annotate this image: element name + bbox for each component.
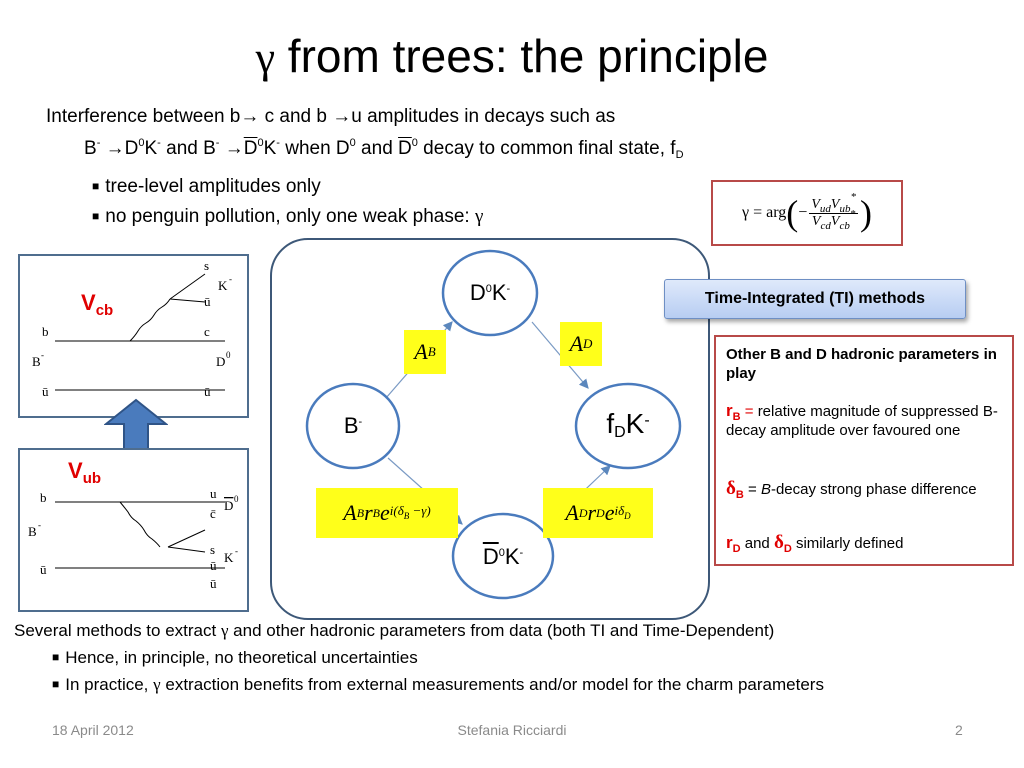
footer-date: 18 April 2012 (52, 722, 134, 738)
quark-ubar-bottom: ū (42, 384, 49, 399)
quark-cbar: c̄ (210, 506, 216, 521)
meson-b: B (28, 524, 37, 539)
quark-c: c (204, 324, 210, 339)
gamma-formula-box: γ = arg (− VudVub* VcdVcb* ) (711, 180, 903, 246)
bullet-marker: ■ (92, 209, 100, 223)
slide-title: γ from trees: the principle (0, 28, 1024, 86)
node-fdk (574, 382, 682, 470)
quark-ubar: ū (204, 294, 211, 309)
title-text: from trees: the principle (275, 30, 769, 82)
meson-k: K (224, 550, 234, 565)
footer-author: Stefania Ricciardi (457, 722, 567, 738)
node-left-label: B- (343, 413, 363, 438)
bullet-no-penguin: ■no penguin pollution, only one weak pha… (92, 206, 484, 227)
node-d0k (441, 249, 539, 337)
svg-text:0: 0 (234, 494, 239, 504)
meson-d: D (224, 498, 233, 513)
node-top-label: D0K- (469, 280, 511, 305)
intro-line-2: B- →D0K- and B- →D0K- when D0 and D0 dec… (84, 137, 684, 161)
quark-b: b (42, 324, 49, 339)
meson-k: K (218, 278, 228, 293)
bottom-bullet-2: ■Hence, in principle, no theoretical unc… (52, 648, 418, 667)
param-rd-dd: rD and δD similarly defined (726, 532, 904, 555)
hadronic-params-box: Other B and D hadronic parameters in pla… (714, 335, 1014, 566)
intro-line-1: Interference between b→ c and b →u ampli… (46, 106, 616, 127)
meson-b: B (32, 354, 41, 369)
svg-text:0: 0 (226, 350, 231, 360)
node-bottom-label: D0K- (482, 544, 524, 569)
title-gamma: γ (255, 33, 276, 82)
svg-text:-: - (235, 546, 238, 556)
footer-page-number: 2 (955, 722, 963, 738)
param-db: δB = B-decay strong phase difference (726, 478, 977, 501)
quark-ubar-bottom: ū (40, 562, 47, 577)
bottom-bullet-3: ■In practice, γ extraction benefits from… (52, 675, 824, 694)
quark-b: b (40, 490, 47, 505)
bottom-line-1: Several methods to extract γ and other h… (14, 621, 775, 640)
svg-text:ū: ū (204, 384, 211, 399)
vub-label: Vub (68, 458, 102, 487)
quark-s: s (204, 258, 209, 273)
svg-text:ū: ū (210, 576, 217, 591)
bullet-marker: ■ (92, 179, 100, 193)
bullet-tree-level: ■tree-level amplitudes only (92, 176, 321, 197)
node-right-label: fDK- (606, 408, 650, 441)
svg-text:-: - (41, 350, 44, 360)
ti-methods-callout: Time-Integrated (TI) methods (664, 279, 966, 319)
params-header: Other B and D hadronic parameters in pla… (726, 346, 997, 382)
node-d0bark (451, 512, 555, 600)
svg-text:-: - (229, 274, 232, 284)
svg-text:-: - (38, 520, 41, 530)
feynman-diagram-vcb: s ū K - b c B - D 0 ū ū (18, 254, 249, 418)
node-b (305, 382, 401, 470)
quark-ubar: ū (210, 558, 217, 573)
feynman-vcb-svg: s ū K - b c B - D 0 ū ū (32, 258, 232, 399)
quark-u: u (210, 486, 217, 501)
feynman-diagram-vub: b u c̄ D 0 B - s ū K - ū ū (18, 448, 249, 612)
meson-d: D (216, 354, 225, 369)
param-rb: rB = relative magnitude of suppressed B-… (726, 401, 998, 439)
vcb-label: Vcb (81, 290, 114, 319)
quark-s: s (210, 542, 215, 557)
feynman-vub-svg: b u c̄ D 0 B - s ū K - ū ū (28, 486, 239, 591)
